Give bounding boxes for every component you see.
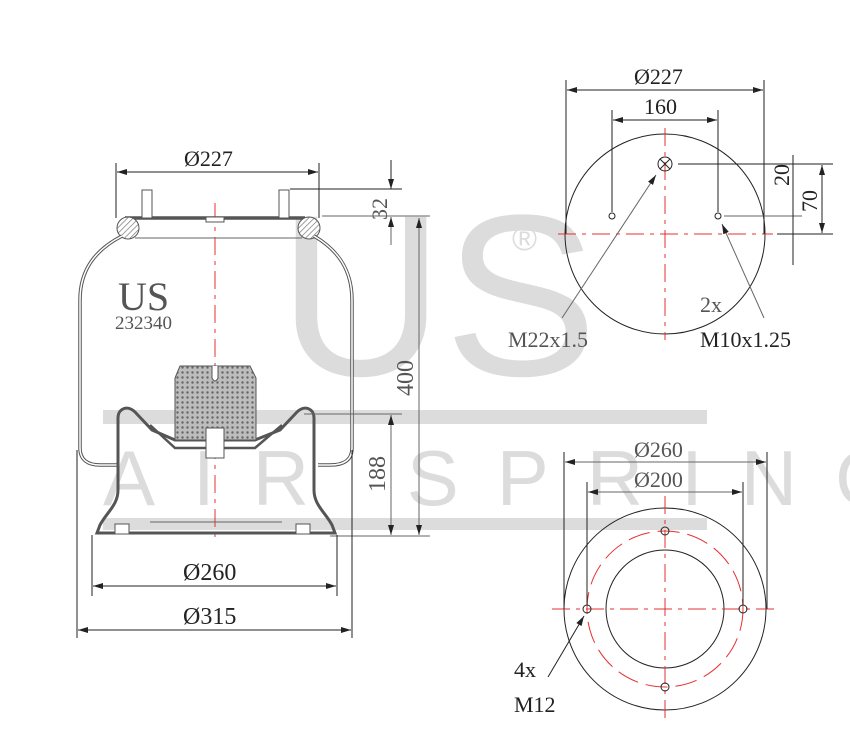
- dim-offset-large: 70: [797, 190, 822, 212]
- stud-hole-left: [608, 212, 616, 220]
- side-label-brand: US: [118, 274, 169, 319]
- stud-hole-right: [714, 212, 722, 220]
- bumper: [174, 365, 257, 441]
- side-view: US 232340 Ø227 32 400 188 Ø260 Ø315: [76, 146, 430, 638]
- bumper-bolt: [205, 427, 225, 459]
- dim-max-diameter: Ø315: [183, 604, 236, 630]
- callout-stud-thread: M10x1.25: [700, 327, 791, 352]
- dim-bolt-circle: Ø200: [634, 467, 683, 492]
- dim-stud-height: 32: [367, 198, 392, 220]
- dim-stud-spacing: 160: [644, 94, 677, 119]
- dim-piston-height: 188: [365, 456, 391, 492]
- bolt-hole-bottom: [660, 682, 670, 692]
- leader-stud: [721, 223, 765, 319]
- dim-top-view-diameter: Ø227: [634, 64, 683, 89]
- piston: [94, 406, 338, 535]
- stud-right: [278, 189, 290, 219]
- bead-left: [116, 216, 140, 240]
- watermark-us: US: [278, 167, 598, 424]
- dim-offset-small: 20: [769, 164, 794, 186]
- watermark-bar-bottom: [103, 518, 707, 530]
- top-plate-fitting: [205, 216, 225, 223]
- callout-air-fitting: M22x1.5: [508, 327, 588, 352]
- side-label-part-number: 232340: [115, 313, 172, 334]
- bolt-hole-top: [660, 526, 670, 536]
- dim-overall-height: 400: [393, 360, 419, 396]
- callout-stud-count: 2x: [700, 292, 722, 317]
- bumper-slot: [211, 366, 219, 382]
- dim-piston-diameter: Ø260: [183, 560, 236, 586]
- bead-right: [297, 216, 321, 240]
- air-fitting-icon: [657, 156, 673, 172]
- leader-bolt: [547, 615, 585, 678]
- dim-bottom-outer: Ø260: [634, 437, 683, 462]
- piston-bolt-right: [295, 523, 311, 535]
- piston-bolt-left: [114, 523, 130, 535]
- watermark-registered: ®: [512, 220, 537, 258]
- bottom-view: Ø260 Ø200 4x M12: [514, 437, 778, 722]
- dim-top-diameter: Ø227: [184, 146, 233, 171]
- watermark: US ® AIR SPRING: [103, 167, 850, 530]
- top-view: Ø227 160 20 70 M22x1.5 2x M10x1.25: [508, 64, 833, 352]
- stud-left: [141, 189, 153, 219]
- callout-bolt-thread: M12: [514, 692, 556, 717]
- leader-air-fitting: [561, 174, 657, 319]
- callout-bolt-count: 4x: [514, 657, 536, 682]
